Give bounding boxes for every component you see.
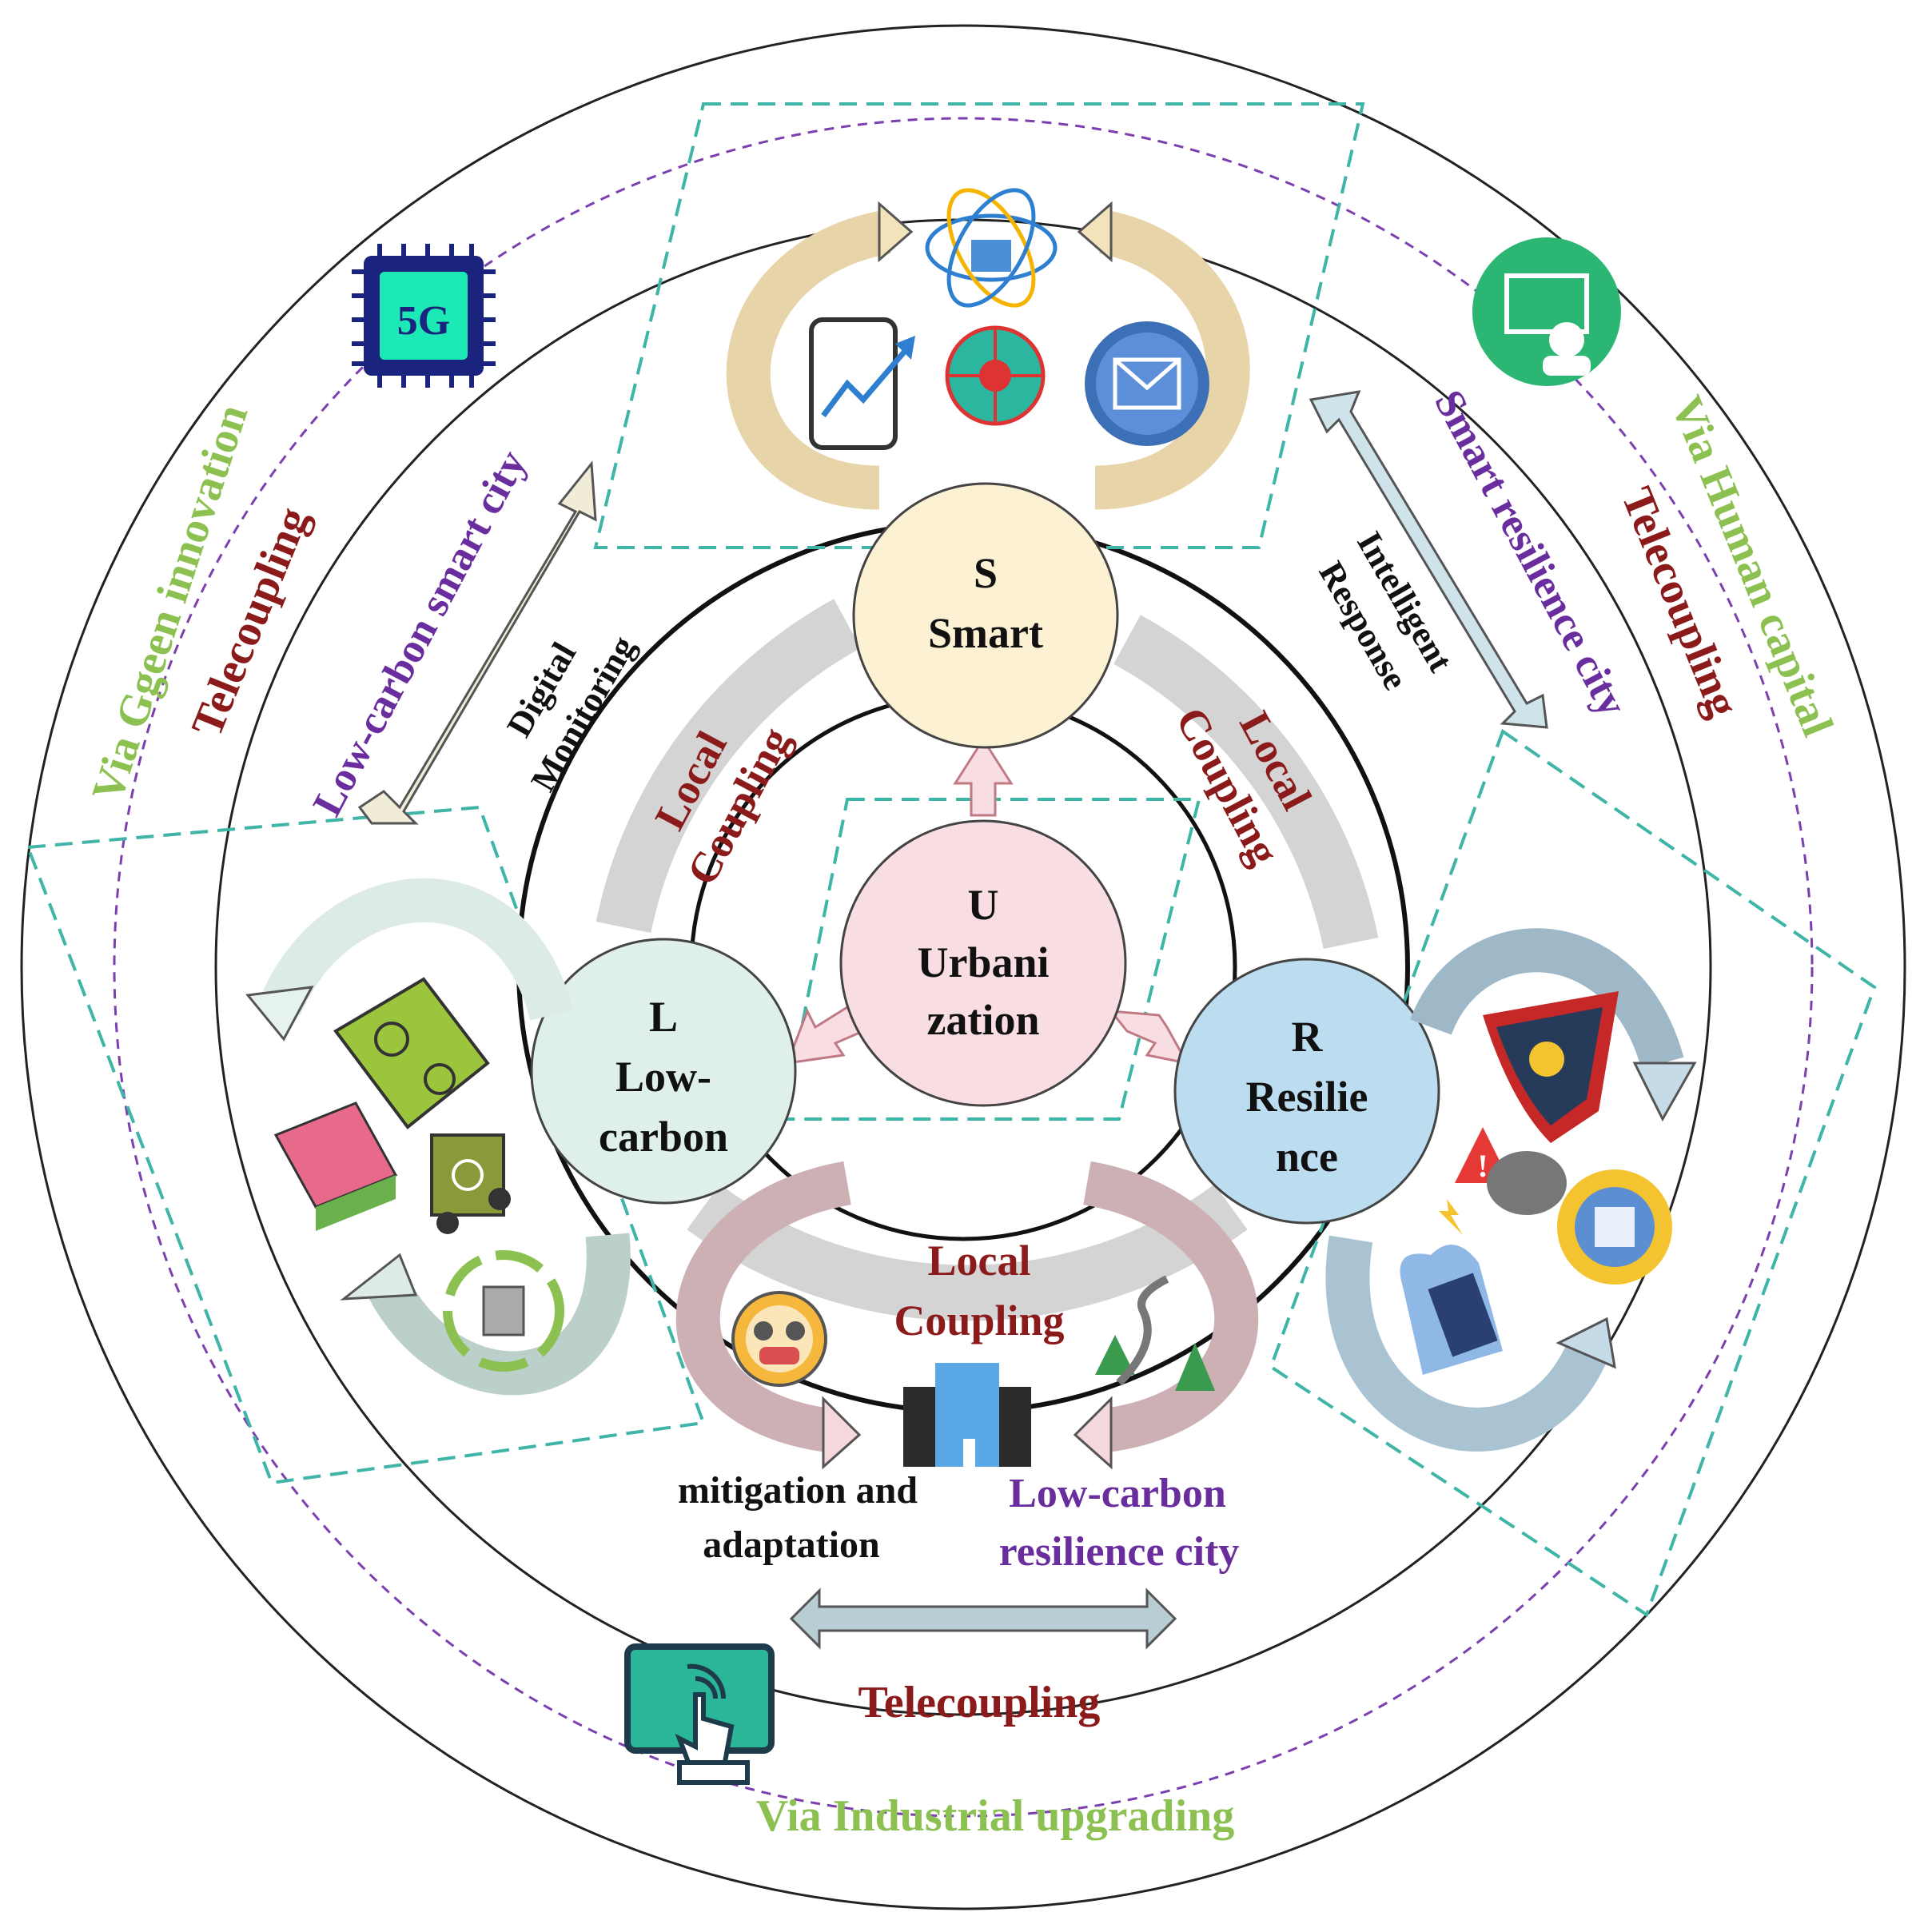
svg-text:!: ! (1477, 1148, 1488, 1184)
urbanization-label-2: zation (927, 996, 1040, 1044)
resilience-letter: R (1292, 1013, 1324, 1061)
email-icon (1085, 321, 1209, 446)
smart-city-atom-icon (925, 188, 1058, 308)
urbanization-zone-box (781, 798, 1201, 1121)
lowcarbon-label-2: carbon (599, 1113, 728, 1161)
smart-label: Smart (928, 609, 1043, 657)
recycle-bin-icon (443, 1250, 564, 1372)
smart-cycle-arrow-right (1094, 209, 1250, 510)
lowcarbon-letter: L (649, 993, 678, 1041)
resilience-cycle-arrowhead-top (1632, 1062, 1697, 1122)
office-building-icon (903, 1363, 1031, 1467)
low-carbon-resilience-double-arrow (789, 1587, 1177, 1650)
lowcarbon-node (530, 938, 797, 1205)
low-carbon-smart-double-arrow (357, 460, 597, 825)
resilience-label-2: nce (1276, 1133, 1338, 1181)
recycling-truck-icon (430, 1133, 511, 1234)
lowcarbon-cycle-arrowhead-top (245, 986, 314, 1042)
people-target-icon (731, 1291, 827, 1387)
touchscreen-icon (624, 1643, 775, 1785)
shield-sun-icon (1483, 991, 1619, 1143)
globe-network-icon (945, 325, 1046, 426)
smart-cycle-arrowhead-left (878, 201, 914, 263)
outer-ring (20, 24, 1906, 1910)
green-map-icon (333, 977, 490, 1129)
lowcarbon-zone-box (26, 805, 706, 1485)
local-coupling-bottom-2: Coupling (894, 1297, 1064, 1344)
mitigation-cycle-arrow-left (675, 1161, 852, 1453)
local-coupling-arc-bottom (687, 1184, 1248, 1321)
smart-cycle-arrowhead-right (1077, 201, 1113, 263)
lowcarbon-cycle-arrowhead-bottom (340, 1253, 418, 1301)
forest-road-icon (1095, 1275, 1215, 1391)
urbanization-node (839, 819, 1127, 1107)
urbanization-label-1: Urbani (917, 938, 1049, 986)
u-to-s-arrow (953, 737, 1014, 817)
mitigation-label-2: adaptation (703, 1524, 879, 1566)
mobile-growth-chart-icon (809, 317, 915, 450)
u-to-l-arrow (785, 1005, 866, 1065)
low-carbon-resilience-city-2: resilience city (999, 1529, 1240, 1575)
mitigation-cycle-arrowhead-left (822, 1396, 862, 1470)
local-coupling-arc-right (1113, 615, 1379, 950)
lowcarbon-cycle-arrow-top (259, 878, 573, 1022)
5g-chip-icon: 5G (352, 244, 496, 388)
u-to-r-arrow (1108, 1010, 1189, 1066)
smart-resilience-city-label: Smart resilience city (1425, 383, 1635, 723)
green-building-icon (273, 1101, 398, 1231)
resilience-cycle-arrow-top (1410, 928, 1684, 1070)
smart-zone-box (593, 102, 1365, 549)
resilience-node (1173, 958, 1440, 1225)
smart-cycle-arrow-left (726, 209, 892, 510)
industrial-upgrading-label: Via Industrial upgrading (756, 1791, 1235, 1841)
5g-chip-label: 5G (397, 298, 450, 344)
resilience-cycle-arrowhead-bottom (1556, 1317, 1616, 1369)
mitigation-cycle-arrow-right (1082, 1161, 1259, 1453)
lowcarbon-cycle-arrow-bottom (364, 1233, 631, 1396)
flood-city-icon (1400, 1245, 1503, 1375)
lowcarbon-label-1: Low- (615, 1053, 711, 1101)
low-carbon-smart-city-label: Low-carbon smart city (305, 443, 536, 823)
engineer-blueprint-icon (1472, 237, 1621, 386)
smart-resilience-double-arrow (1309, 390, 1548, 729)
resilience-label-1: Resilie (1246, 1073, 1368, 1121)
low-carbon-resilience-city-1: Low-carbon (1009, 1471, 1226, 1516)
smart-letter: S (974, 549, 998, 597)
local-coupling-arc-left (596, 599, 861, 934)
telecoupling-bottom-label: Telecoupling (858, 1678, 1101, 1727)
urbanization-letter: U (968, 881, 999, 929)
smart-node (852, 482, 1119, 749)
mitigation-cycle-arrowhead-right (1073, 1396, 1113, 1470)
resilience-cycle-arrow-bottom (1325, 1235, 1611, 1452)
mitigation-label-1: mitigation and (678, 1469, 918, 1512)
telecoupling-dashed-ring (113, 117, 1814, 1818)
warning-storm-icon: ! (1439, 1127, 1567, 1235)
local-coupling-bottom-1: Local (928, 1237, 1031, 1285)
gear-document-icon (1557, 1169, 1672, 1285)
